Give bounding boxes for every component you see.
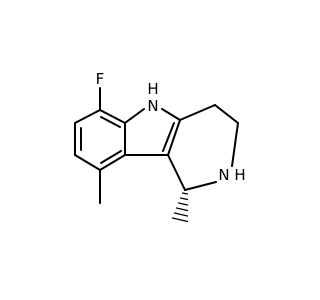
bond-c6-c7: [74, 109, 101, 124]
atom-fluorine-label: F: [96, 70, 105, 88]
bond-c4a-c9b: [167, 119, 181, 156]
bond-c3-n2: [231, 122, 239, 167]
atom-amine-n-label: N: [218, 166, 229, 184]
bond-c5a-c6: [99, 109, 126, 124]
bond-c5a-c6-inner: [100, 116, 121, 128]
atom-indole-n-label: N: [147, 97, 158, 115]
atom-amine-nh-label: H: [234, 166, 245, 184]
bond-c9-c9a-inner: [100, 150, 122, 164]
bond-c5a-n5: [124, 108, 145, 124]
bond-c4a-c4: [179, 104, 216, 121]
bond-c4-c3: [214, 104, 239, 124]
molecule-diagram: F H N N H: [74, 70, 246, 223]
bond-c8-c9: [74, 154, 101, 171]
atom-indole-nh-label: H: [147, 80, 158, 98]
molecule-structure-canvas: F H N N H: [74, 70, 246, 223]
bond-c1-c9b: [167, 154, 186, 191]
bond-n2-c1: [184, 181, 217, 191]
stereo-hashed-wedge: [171, 192, 189, 223]
bond-c4a-c9b-inner: [162, 122, 175, 152]
bond-n5-c4a: [161, 108, 181, 121]
bond-c9-c9a: [99, 154, 126, 171]
